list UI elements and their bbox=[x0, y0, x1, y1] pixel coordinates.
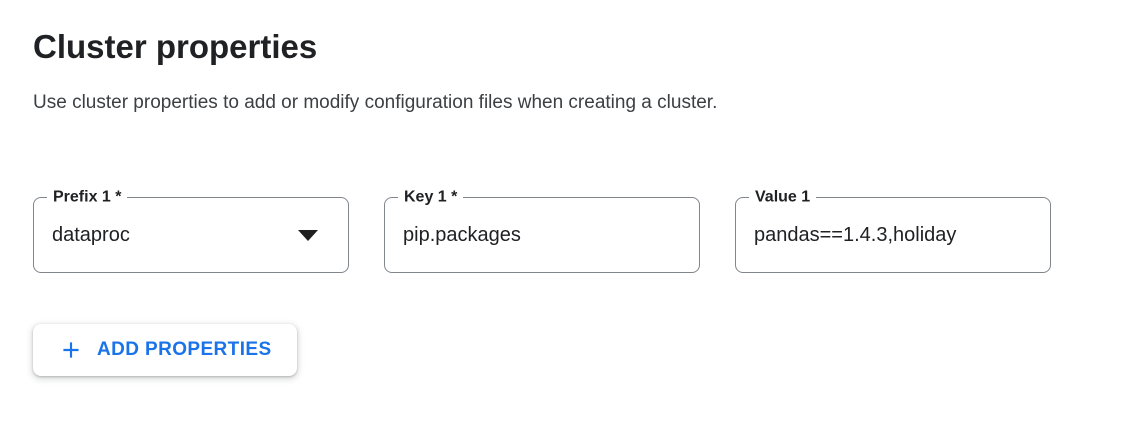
add-properties-label: ADD PROPERTIES bbox=[97, 339, 272, 361]
plus-icon bbox=[63, 342, 79, 358]
prefix-label: Prefix 1 * bbox=[47, 187, 128, 208]
value-label: Value 1 bbox=[749, 187, 817, 208]
page-title: Cluster properties bbox=[33, 28, 318, 65]
property-row-1: Prefix 1 * dataproc Key 1 * Value 1 bbox=[33, 187, 1089, 274]
key-field: Key 1 * bbox=[384, 187, 700, 274]
value-field: Value 1 bbox=[735, 187, 1051, 274]
dropdown-arrow-icon[interactable] bbox=[298, 230, 318, 242]
key-input[interactable] bbox=[403, 223, 681, 247]
key-label: Key 1 * bbox=[398, 187, 464, 208]
value-input[interactable] bbox=[754, 223, 1032, 247]
prefix-value: dataproc bbox=[52, 223, 130, 246]
add-properties-button[interactable]: ADD PROPERTIES bbox=[33, 324, 297, 377]
prefix-select[interactable]: Prefix 1 * dataproc bbox=[33, 187, 349, 274]
section-description: Use cluster properties to add or modify … bbox=[33, 92, 718, 114]
